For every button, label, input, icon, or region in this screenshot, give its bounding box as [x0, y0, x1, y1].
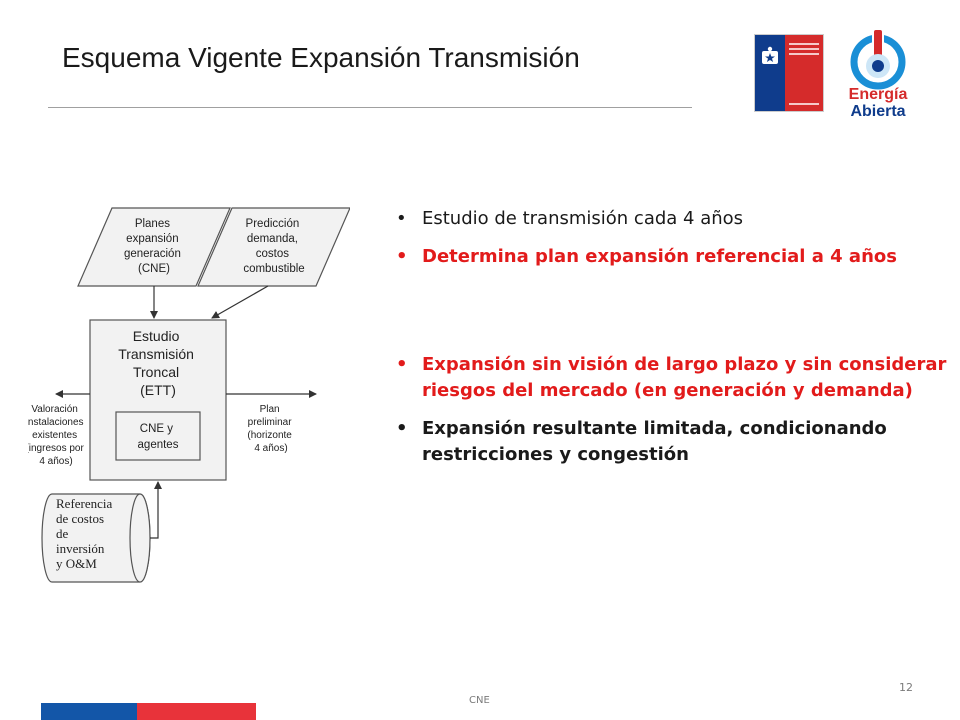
- ett-line: Troncal: [133, 364, 179, 380]
- svg-text:Planes expansión gener: Planes expansión generación (CNE): [124, 218, 184, 275]
- svg-text:Predicción demanda, co: Predicción demanda, costos combustible: [243, 218, 304, 275]
- input-planes-line: Planes: [135, 218, 170, 230]
- cne-agentes-line: CNE y: [140, 423, 173, 435]
- bullet-item-highlight: Expansión sin visión de largo plazo y si…: [394, 352, 954, 404]
- arrow-prediccion-to-ett: [211, 285, 269, 319]
- plan-line: preliminar: [248, 417, 293, 428]
- valoracion-line: Valoración: [31, 404, 78, 415]
- svg-text:Valoración instalaciones: Valoración instalaciones existentes (ing…: [28, 404, 87, 467]
- svg-text:Estudio Transmisión Tr: Estudio Transmisión Troncal (ETT): [118, 328, 198, 398]
- ett-line: Estudio: [133, 328, 180, 344]
- input-prediccion-shape: [197, 207, 350, 287]
- input-planes-shape: [77, 207, 231, 287]
- expansion-flow-diagram: Planes expansión generación (CNE) Predic…: [28, 207, 350, 583]
- plan-line: 4 años): [254, 443, 287, 454]
- database-line: inversión: [56, 541, 105, 556]
- valoracion-line: instalaciones: [28, 417, 84, 428]
- footer-label: CNE: [469, 695, 490, 706]
- bullet-list: Estudio de transmisión cada 4 años Deter…: [394, 206, 954, 468]
- input-prediccion-line: combustible: [243, 263, 304, 275]
- cne-agentes-box: [115, 411, 201, 461]
- bullet-item-highlight: Determina plan expansión referencial a 4…: [394, 244, 954, 270]
- input-prediccion-line: demanda,: [247, 233, 298, 245]
- svg-text:Referencia de costos d: Referencia de costos de inversión y O&M: [56, 496, 116, 571]
- footer-bar-blue: [41, 703, 137, 720]
- database-line: de costos: [56, 511, 104, 526]
- arrow-database-to-ett: [150, 481, 162, 539]
- valoracion-line: 4 años): [39, 456, 72, 467]
- plan-line: (horizonte: [247, 430, 292, 441]
- page-number: 12: [899, 681, 913, 694]
- input-prediccion-line: Predicción: [246, 218, 300, 230]
- cne-agentes-line: agentes: [138, 439, 179, 451]
- energia-abierta-line2: Abierta: [850, 103, 906, 120]
- valoracion-line: (ingresos por: [28, 443, 84, 454]
- input-prediccion-line: costos: [256, 248, 289, 260]
- plan-line: Plan: [260, 404, 280, 415]
- database-line: y O&M: [56, 556, 97, 571]
- svg-text:CNE y agentes: CNE y agentes: [138, 423, 179, 451]
- chile-crest-icon: [762, 46, 778, 64]
- referencia-costos-database: [41, 493, 151, 583]
- energia-abierta-line1: Energía: [848, 86, 908, 103]
- database-line: de: [56, 526, 69, 541]
- footer-bar-red: [137, 703, 256, 720]
- ett-line: (ETT): [140, 382, 176, 398]
- gobierno-de-chile-logo: [754, 34, 824, 112]
- energia-abierta-wordmark: Energía Abierta: [838, 86, 918, 120]
- bullet-item: Estudio de transmisión cada 4 años: [394, 206, 954, 232]
- energia-abierta-logo: [850, 28, 906, 90]
- valoracion-line: existentes: [32, 430, 77, 441]
- database-line: Referencia: [56, 496, 113, 511]
- svg-text:Plan preliminar (horiz: Plan preliminar (horizonte 4 años): [247, 404, 294, 454]
- input-planes-line: (CNE): [138, 263, 170, 275]
- input-planes-line: generación: [124, 248, 181, 260]
- bullet-item-bold: Expansión resultante limitada, condicion…: [394, 416, 954, 468]
- slide-title: Esquema Vigente Expansión Transmisión: [62, 42, 580, 73]
- title-divider: [48, 107, 692, 108]
- input-planes-line: expansión: [126, 233, 178, 245]
- ett-line: Transmisión: [118, 346, 194, 362]
